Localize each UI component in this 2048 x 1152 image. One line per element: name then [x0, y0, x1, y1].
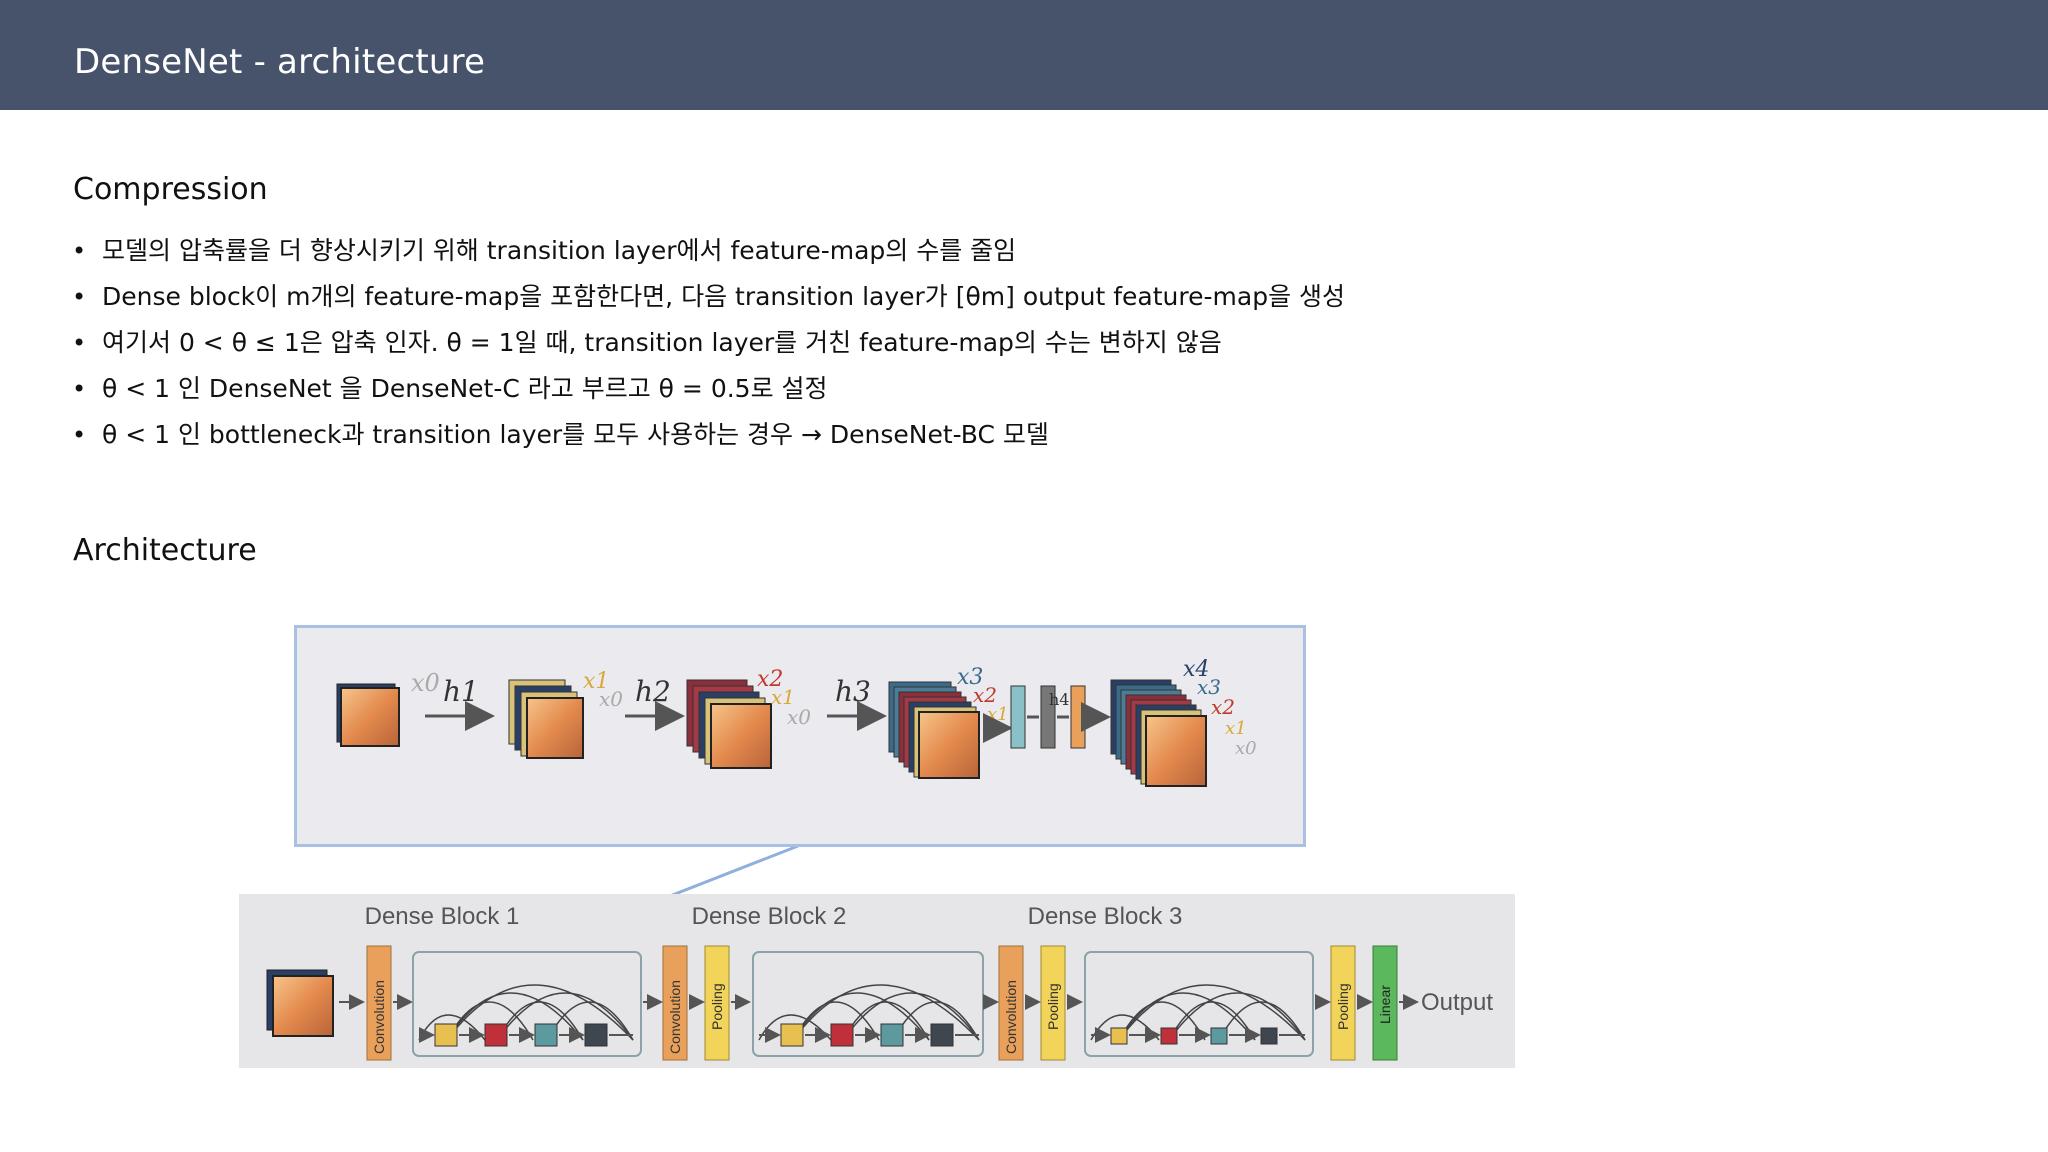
pooling-layer-2: Pooling: [1040, 945, 1066, 1061]
pooling-layer-3: Pooling: [1330, 945, 1356, 1061]
bullet-item: • 여기서 0 < θ ≤ 1은 압축 인자. θ = 1일 때, transit…: [72, 320, 1472, 366]
linear-label: Linear: [1377, 985, 1393, 1024]
dense-block-1-title: Dense Block 1: [365, 903, 520, 930]
feature-stack-x1: [508, 679, 584, 759]
label-x1-d: x1: [1225, 718, 1247, 739]
label-x2: x2: [757, 667, 783, 692]
label-x0-d: x0: [1235, 738, 1257, 759]
convolution-layer-3: Convolution: [998, 945, 1024, 1061]
feature-stack-x0: [336, 683, 400, 747]
densenet-network-figure: Dense Block 1 Dense Block 2 Dense Block …: [239, 894, 1515, 1068]
dense-block-2: [752, 951, 984, 1057]
feature-stack-x3: [888, 681, 980, 779]
convolution-label: Convolution: [371, 980, 387, 1054]
densenet-network-diagram: Dense Block 1 Dense Block 2 Dense Block …: [266, 903, 1493, 1061]
bullet-text: θ < 1 인 DenseNet 을 DenseNet-C 라고 부르고 θ =…: [102, 374, 828, 403]
bullet-item: • Dense block이 m개의 feature-map을 포함한다면, 다음…: [72, 274, 1472, 320]
feature-stack-x4: [1110, 679, 1207, 787]
pooling-layer-1: Pooling: [704, 945, 730, 1061]
slide-header: DenseNet - architecture: [0, 0, 2048, 110]
dense-block-2-title: Dense Block 2: [692, 903, 847, 930]
bullet-item: • θ < 1 인 DenseNet 을 DenseNet-C 라고 부르고 θ …: [72, 366, 1472, 412]
bullet-item: • θ < 1 인 bottleneck과 transition layer를 모…: [72, 412, 1472, 458]
convolution-layer-2: Convolution: [662, 945, 688, 1061]
input-image-icon: [266, 969, 334, 1037]
dense-block-detail-figure: x0 h1 x1 x0 h2 x2 x1 x0 h3: [294, 625, 1306, 847]
label-x0-c: x0: [787, 705, 811, 729]
bullet-dot-icon: •: [72, 421, 87, 449]
label-x2-c: x2: [1211, 695, 1235, 719]
dense-block-3: [1084, 951, 1314, 1057]
convolution-layer-1: Convolution: [366, 945, 392, 1061]
bullet-text: Dense block이 m개의 feature-map을 포함한다면, 다음 …: [102, 282, 1346, 311]
compression-bullet-list: • 모델의 압축률을 더 향상시키기 위해 transition layer에서 …: [72, 228, 1472, 458]
bullet-text: 모델의 압축률을 더 향상시키기 위해 transition layer에서 f…: [102, 236, 1017, 265]
bullet-text: 여기서 0 < θ ≤ 1은 압축 인자. θ = 1일 때, transiti…: [102, 328, 1222, 357]
h4-composite-layer: h4: [983, 685, 1111, 749]
dense-block-detail-diagram: x0 h1 x1 x0 h2 x2 x1 x0 h3: [336, 657, 1257, 787]
bullet-dot-icon: •: [72, 283, 87, 311]
label-h1: h1: [443, 675, 479, 708]
label-x1: x1: [583, 669, 609, 694]
label-x3: x3: [957, 665, 983, 690]
label-x0-b: x0: [599, 687, 623, 711]
bullet-item: • 모델의 압축률을 더 향상시키기 위해 transition layer에서 …: [72, 228, 1472, 274]
pooling-label: Pooling: [1335, 983, 1351, 1030]
label-h2: h2: [635, 675, 671, 708]
label-x4: x4: [1183, 657, 1209, 682]
slide-title: DenseNet - architecture: [74, 42, 486, 82]
pooling-label: Pooling: [1045, 983, 1061, 1030]
label-h3: h3: [835, 675, 871, 708]
architecture-heading: Architecture: [73, 533, 257, 568]
label-x1-c: x1: [987, 704, 1009, 725]
bullet-dot-icon: •: [72, 329, 87, 357]
bullet-dot-icon: •: [72, 237, 87, 265]
dense-block-1: [412, 951, 642, 1057]
pooling-label: Pooling: [709, 983, 725, 1030]
label-x2-b: x2: [973, 683, 997, 707]
label-h4: h4: [1049, 690, 1069, 709]
label-x1-b: x1: [771, 685, 795, 709]
dense-block-3-title: Dense Block 3: [1028, 903, 1183, 930]
convolution-label: Convolution: [1003, 980, 1019, 1054]
output-label: Output: [1421, 989, 1493, 1016]
compression-heading: Compression: [73, 172, 268, 207]
convolution-label: Convolution: [667, 980, 683, 1054]
feature-stack-x2: [686, 679, 772, 769]
label-x3-b: x3: [1197, 675, 1221, 699]
bullet-dot-icon: •: [72, 375, 87, 403]
bullet-text: θ < 1 인 bottleneck과 transition layer를 모두…: [102, 420, 1049, 449]
label-x0: x0: [411, 669, 440, 697]
linear-layer: Linear: [1372, 945, 1398, 1061]
